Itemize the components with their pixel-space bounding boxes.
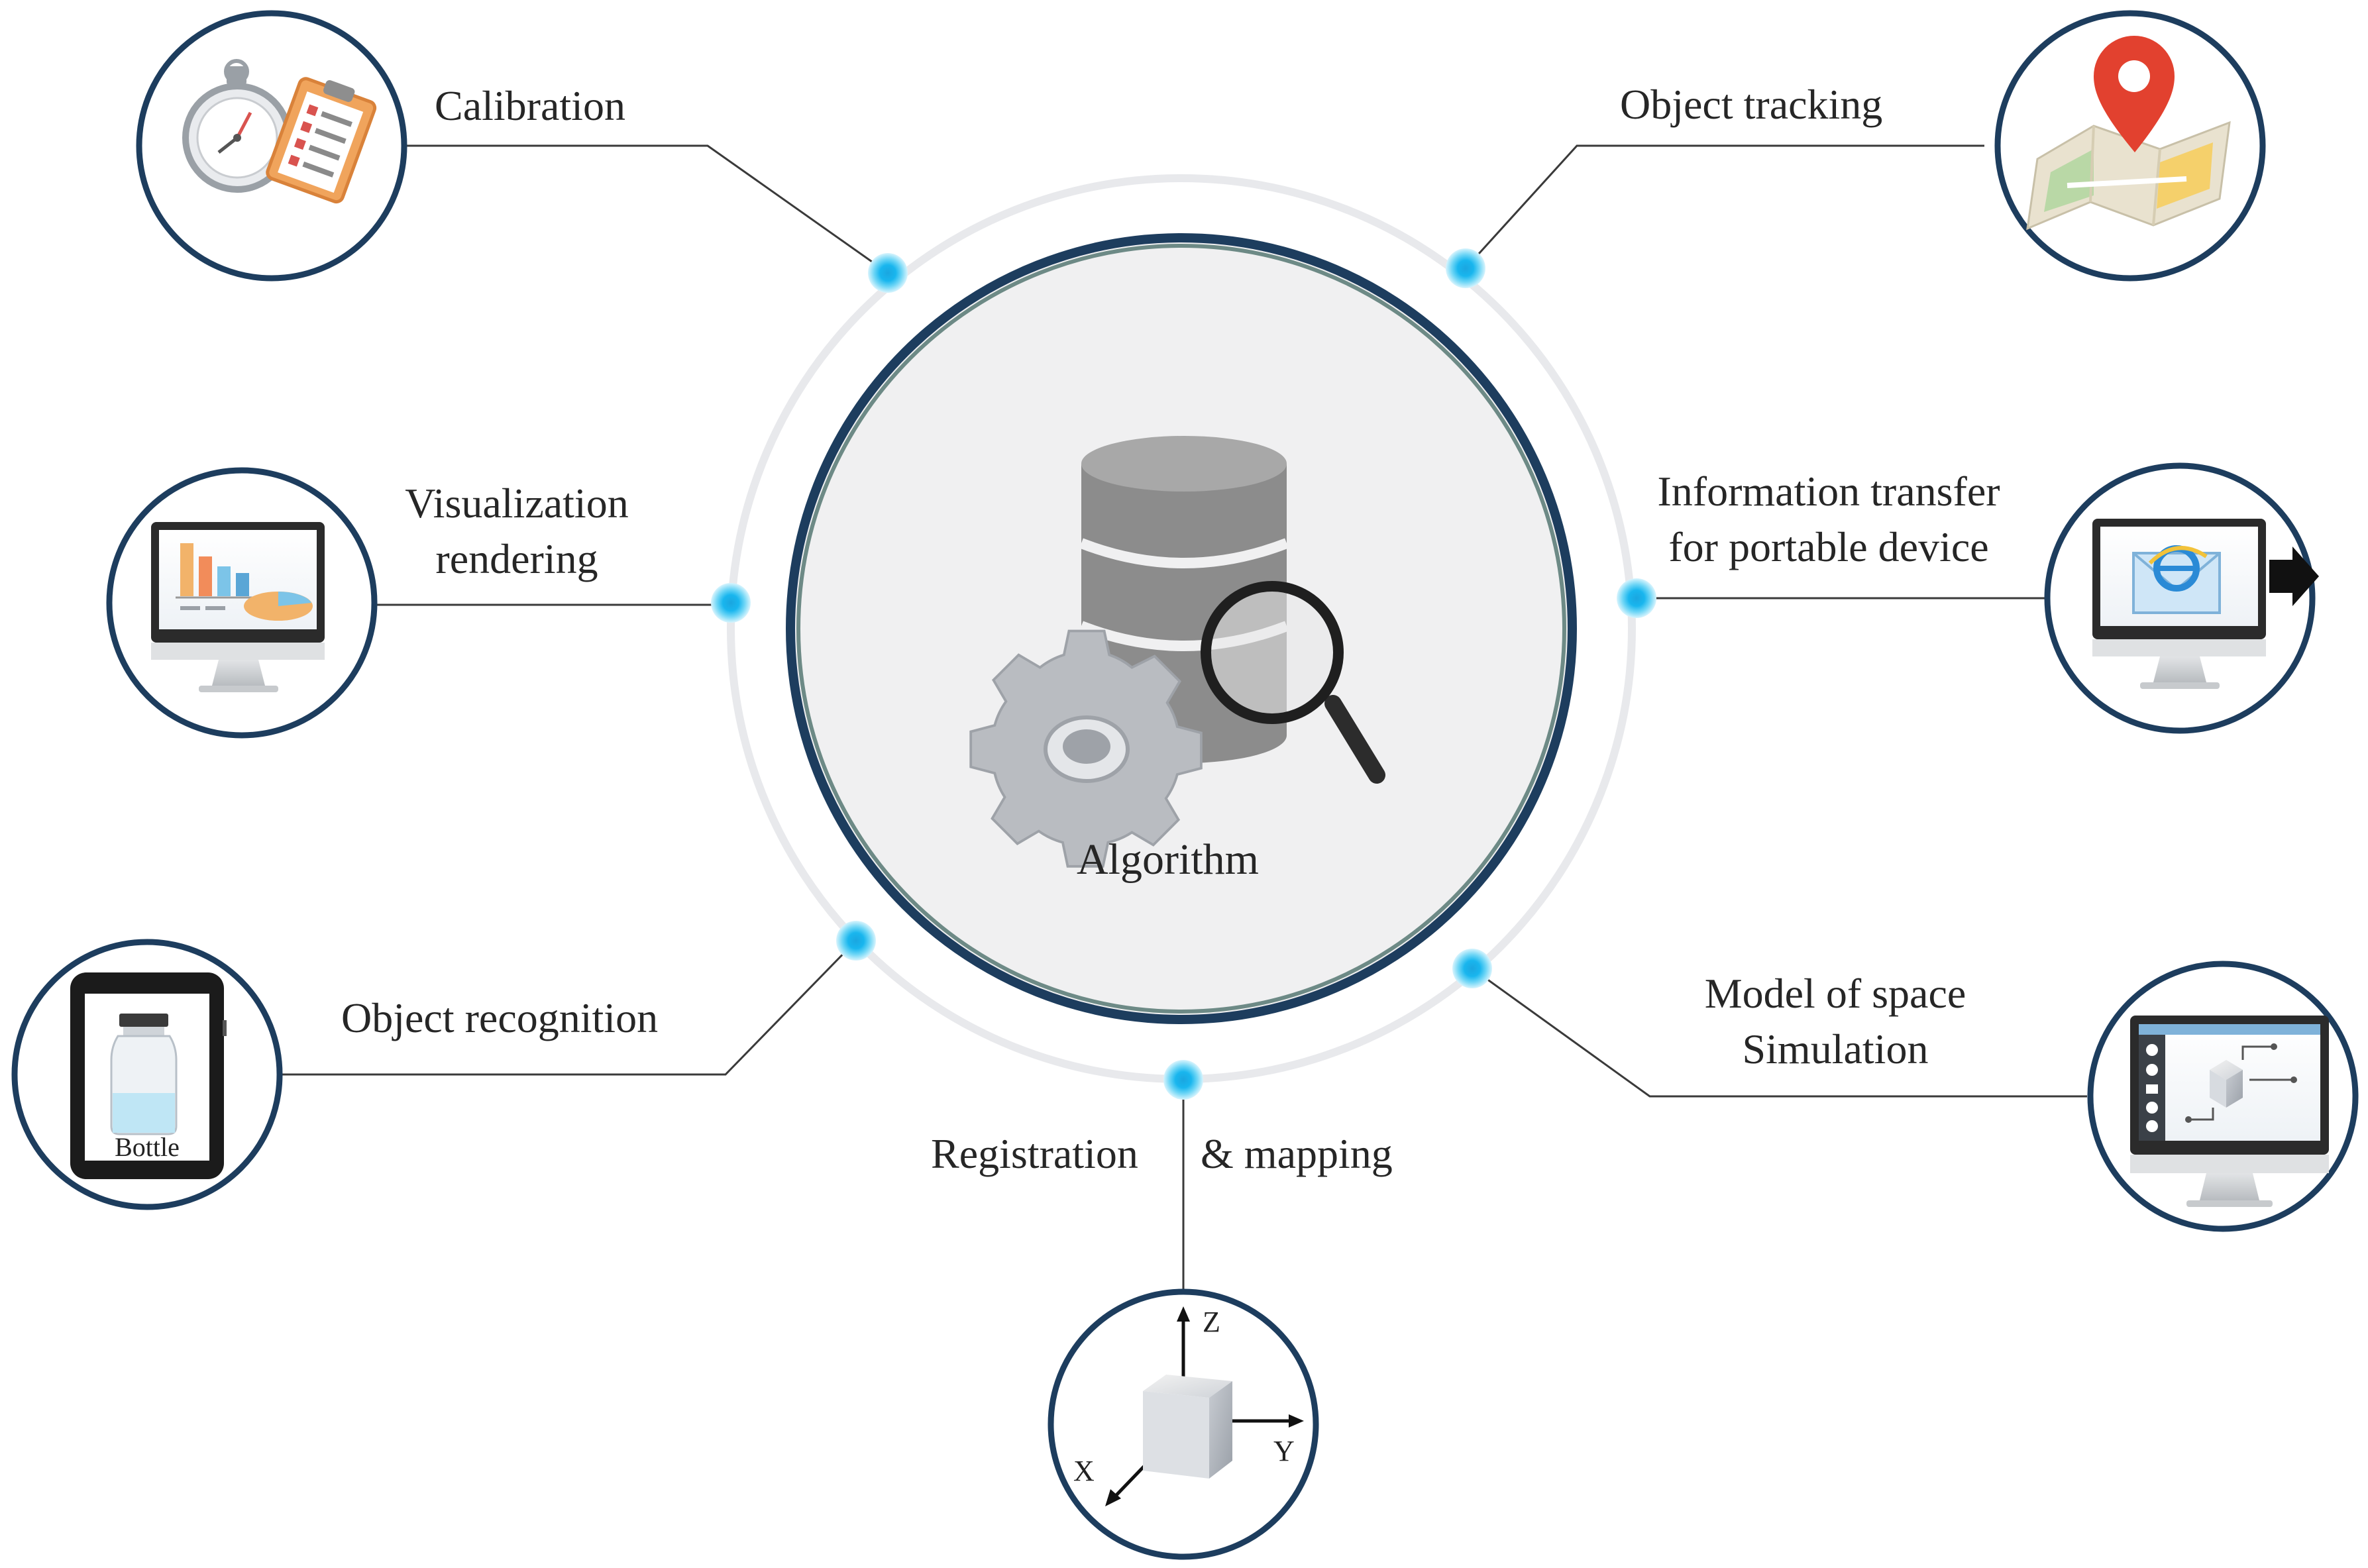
- connector-lines: [278, 144, 2087, 1292]
- map-pin-icon: [2026, 36, 2231, 231]
- label-object-recognition: Object recognition: [341, 994, 659, 1041]
- label-visualization: Visualization rendering: [371, 476, 663, 587]
- xyz-axes-cube-icon: [1105, 1306, 1304, 1506]
- connector-calibration: [404, 144, 888, 274]
- connector-model-space: [1472, 967, 2087, 1098]
- dot-model-space: [1452, 949, 1492, 988]
- dot-info-transfer: [1617, 578, 1656, 618]
- label-registration-part-2: & mapping: [1201, 1130, 1393, 1177]
- connection-dots: [711, 248, 1656, 1100]
- database-gear-magnifier-icon: [969, 436, 1385, 868]
- dot-object-tracking: [1446, 248, 1485, 288]
- label-calibration: Calibration: [435, 82, 625, 129]
- axis-label-y: Y: [1273, 1435, 1295, 1467]
- label-visualization-line-1: Visualization: [405, 480, 629, 527]
- central-label: Algorithm: [1077, 835, 1259, 884]
- label-info-transfer-line-2: for portable device: [1668, 523, 1989, 570]
- label-model-space-line-1: Model of space: [1704, 970, 1966, 1017]
- tablet-bottle-icon: [70, 972, 227, 1179]
- bottle-label: Bottle: [115, 1132, 180, 1162]
- label-object-tracking: Object tracking: [1620, 81, 1883, 128]
- label-model-space-line-2: Simulation: [1742, 1025, 1929, 1072]
- label-info-transfer-line-1: Information transfer: [1657, 468, 2000, 515]
- dot-calibration: [868, 253, 908, 293]
- monitor-mail-icon: [2092, 519, 2319, 689]
- dot-visualization: [711, 583, 751, 623]
- label-model-space: Model of space Simulation: [1650, 966, 2021, 1077]
- central-circle-inner-ring: [796, 244, 1566, 1014]
- monitor-cube-icon: [2130, 1016, 2329, 1207]
- axis-label-x: X: [1073, 1455, 1095, 1487]
- label-info-transfer: Information transfer for portable device: [1617, 464, 2041, 575]
- label-visualization-line-2: rendering: [435, 535, 598, 582]
- monitor-chart-icon: [151, 522, 325, 692]
- gear-icon: [969, 629, 1203, 868]
- stopwatch-clipboard-icon: [182, 59, 377, 204]
- dot-registration: [1163, 1060, 1203, 1100]
- dot-object-recognition: [836, 921, 876, 961]
- axis-label-z: Z: [1203, 1306, 1220, 1338]
- magnifier-icon: [1201, 581, 1385, 784]
- connector-object-recognition: [278, 939, 857, 1076]
- label-registration-part-1: Registration: [931, 1130, 1138, 1177]
- connector-object-tracking: [1464, 144, 1984, 270]
